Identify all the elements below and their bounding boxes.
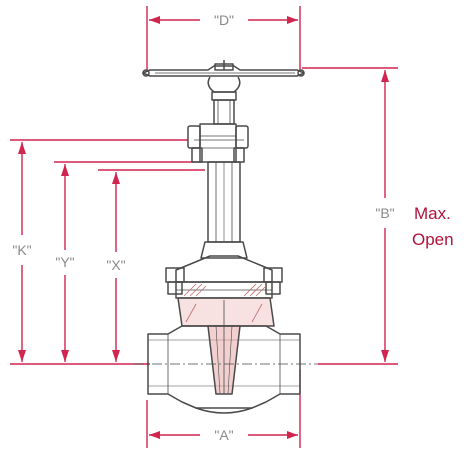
label-x: "X"	[106, 257, 125, 273]
dimension-lines	[10, 6, 398, 448]
dimension-arrows	[18, 16, 389, 439]
arrow-b-bottom	[381, 350, 389, 362]
label-a: "A"	[214, 427, 233, 443]
arrow-b-top	[381, 70, 389, 82]
dimension-labels: "D" "B" "K" "Y" "X" "A" Max. Open	[12, 12, 453, 443]
note-open: Open	[412, 230, 454, 249]
section-hatch	[183, 283, 267, 323]
arrow-k-top	[18, 142, 26, 154]
arrow-d-right	[287, 16, 298, 24]
note-max: Max.	[414, 204, 451, 223]
hub	[211, 60, 237, 125]
arrow-y-bottom	[61, 350, 69, 362]
label-d: "D"	[214, 12, 234, 28]
arrow-x-top	[112, 172, 120, 184]
arrow-y-top	[61, 164, 69, 176]
arrow-a-right	[287, 431, 298, 439]
wedge	[207, 300, 241, 395]
valve-body	[147, 297, 301, 414]
bonnet	[165, 255, 283, 299]
extension-bonnet	[200, 161, 248, 259]
label-k: "K"	[12, 242, 31, 258]
arrow-k-bottom	[18, 350, 26, 362]
arrow-x-bottom	[112, 350, 120, 362]
arrow-d-left	[149, 16, 160, 24]
label-y: "Y"	[55, 254, 74, 270]
yoke	[187, 123, 249, 163]
arrow-a-left	[149, 431, 160, 439]
valve-outline	[134, 60, 318, 414]
label-b: "B"	[375, 205, 394, 221]
